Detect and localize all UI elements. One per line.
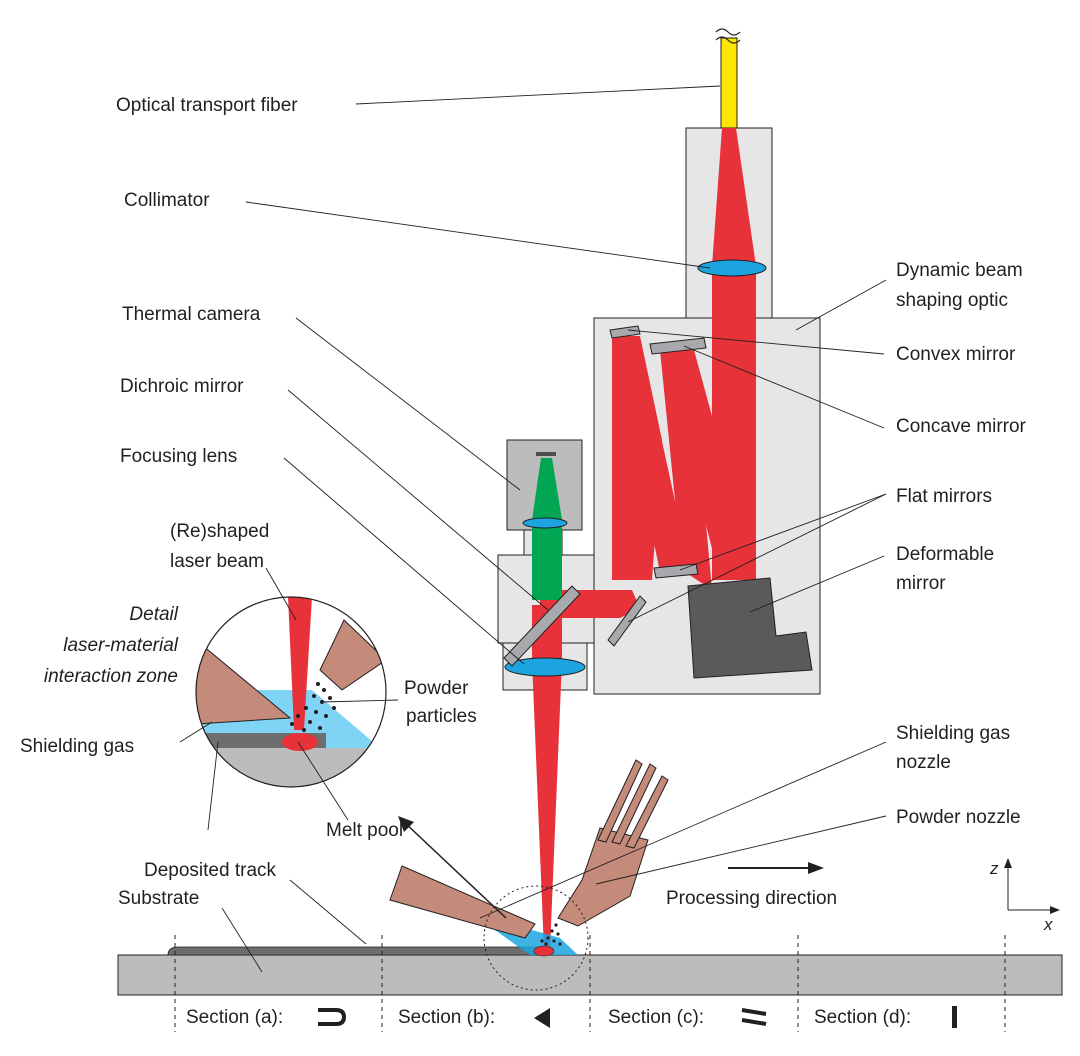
label-melt-pool: Melt pool [326, 820, 403, 841]
leader-convex-mirror [627, 329, 885, 355]
label-detail-2: laser-material [63, 635, 179, 656]
label-optical-transport-fiber: Optical transport fiber [116, 95, 298, 116]
leader-focusing-lens [283, 457, 525, 665]
detail-arrow-head [398, 816, 414, 832]
label-convex-mirror: Convex mirror [896, 344, 1016, 365]
powder-feed-tube-1 [597, 759, 643, 843]
deformable-mirror [687, 577, 813, 679]
fiber-break-icon [715, 28, 741, 44]
label-substrate: Substrate [118, 888, 199, 909]
flat-mirror-diagonal [607, 595, 647, 647]
laser-beam-down [532, 605, 562, 950]
concave-mirror [649, 337, 707, 355]
laser-beam-zigzag-4 [662, 350, 756, 580]
section-a-label: Section (a): [186, 1007, 283, 1028]
section-c-symbol [741, 1008, 767, 1026]
section-d-label: Section (d): [814, 1007, 911, 1028]
optical-fiber [720, 37, 738, 129]
label-deposited-track: Deposited track [144, 860, 277, 881]
label-dichroic-mirror: Dichroic mirror [120, 376, 244, 397]
leader-collimator [245, 201, 711, 269]
label-detail-3: interaction zone [44, 666, 178, 687]
powder-stream [540, 923, 562, 946]
processing-direction-arrow-head [808, 862, 824, 874]
leader-melt-pool [297, 741, 349, 821]
label-concave-mirror: Concave mirror [896, 416, 1027, 437]
powder-feed-tube-3 [625, 775, 669, 849]
leader-deposited-track [207, 741, 219, 831]
laser-beam-zigzag-2 [660, 346, 712, 590]
leader-powder-particles [321, 699, 399, 703]
label-shielding-nozzle-2: nozzle [896, 752, 951, 773]
deposited-track [167, 946, 541, 956]
x-axis-label: x [1043, 915, 1053, 934]
label-collimator: Collimator [124, 190, 210, 211]
leader-fiber [355, 85, 721, 105]
camera-sensor [536, 452, 556, 456]
label-thermal-camera: Thermal camera [122, 304, 261, 325]
label-processing-direction: Processing direction [666, 888, 837, 909]
section-b-symbol [534, 1008, 550, 1028]
leader-deposited-track-main [289, 879, 367, 945]
label-powder-particles-2: particles [406, 706, 477, 727]
label-powder-nozzle: Powder nozzle [896, 807, 1021, 828]
dichroic-mirror [503, 585, 581, 667]
leader-thermal-camera [295, 317, 521, 491]
x-axis-head [1050, 906, 1060, 914]
label-focusing-lens: Focusing lens [120, 446, 237, 467]
focusing-lens [504, 657, 586, 677]
z-axis-label: z [989, 859, 999, 878]
leader-concave-mirror [683, 345, 885, 429]
label-flat-mirrors: Flat mirrors [896, 486, 992, 507]
shielding-gas-nozzle [389, 865, 536, 939]
label-shielding-gas: Shielding gas [20, 736, 134, 757]
label-deformable-mirror-1: Deformable [896, 544, 994, 565]
label-powder-particles-1: Powder [404, 678, 469, 699]
label-dynamic-optic-1: Dynamic beam [896, 260, 1023, 281]
leader-powder-nozzle [595, 815, 887, 885]
powder-nozzle [557, 827, 649, 927]
detail-arrow [403, 821, 507, 919]
thermal-path [532, 458, 562, 600]
section-b-label: Section (b): [398, 1007, 495, 1028]
section-d-symbol [952, 1006, 957, 1028]
collimator-lens [697, 259, 767, 277]
section-c-label: Section (c): [608, 1007, 704, 1028]
label-reshaped-beam-1: (Re)shaped [170, 521, 269, 542]
section-dividers [174, 935, 1006, 1032]
convex-mirror [609, 325, 641, 339]
z-axis-head [1004, 858, 1012, 868]
label-dynamic-optic-2: shaping optic [896, 290, 1008, 311]
melt-pool [533, 945, 555, 957]
label-deformable-mirror-2: mirror [896, 573, 946, 594]
leader-shielding-nozzle [479, 741, 887, 919]
leader-substrate [221, 907, 263, 973]
leader-flat-mirror-1 [679, 493, 887, 571]
leader-deformable-mirror [749, 555, 885, 613]
label-shielding-nozzle-1: Shielding gas [896, 723, 1010, 744]
label-detail-1: Detail [129, 604, 178, 625]
camera-lens [522, 517, 568, 529]
leader-reshaped-beam [265, 567, 297, 621]
detail-marker-circle [483, 885, 589, 991]
leader-dichroic [287, 389, 549, 611]
leader-dynamic-optic [795, 279, 887, 331]
section-a-symbol [318, 1008, 347, 1026]
label-reshaped-beam-2: laser beam [170, 551, 264, 572]
leader-flat-mirror-2 [627, 493, 887, 623]
detail-zoom-border [195, 596, 387, 788]
laser-beam-zigzag-3 [612, 340, 690, 572]
leader-shielding-gas [179, 721, 213, 743]
powder-feed-tube-2 [611, 763, 657, 845]
